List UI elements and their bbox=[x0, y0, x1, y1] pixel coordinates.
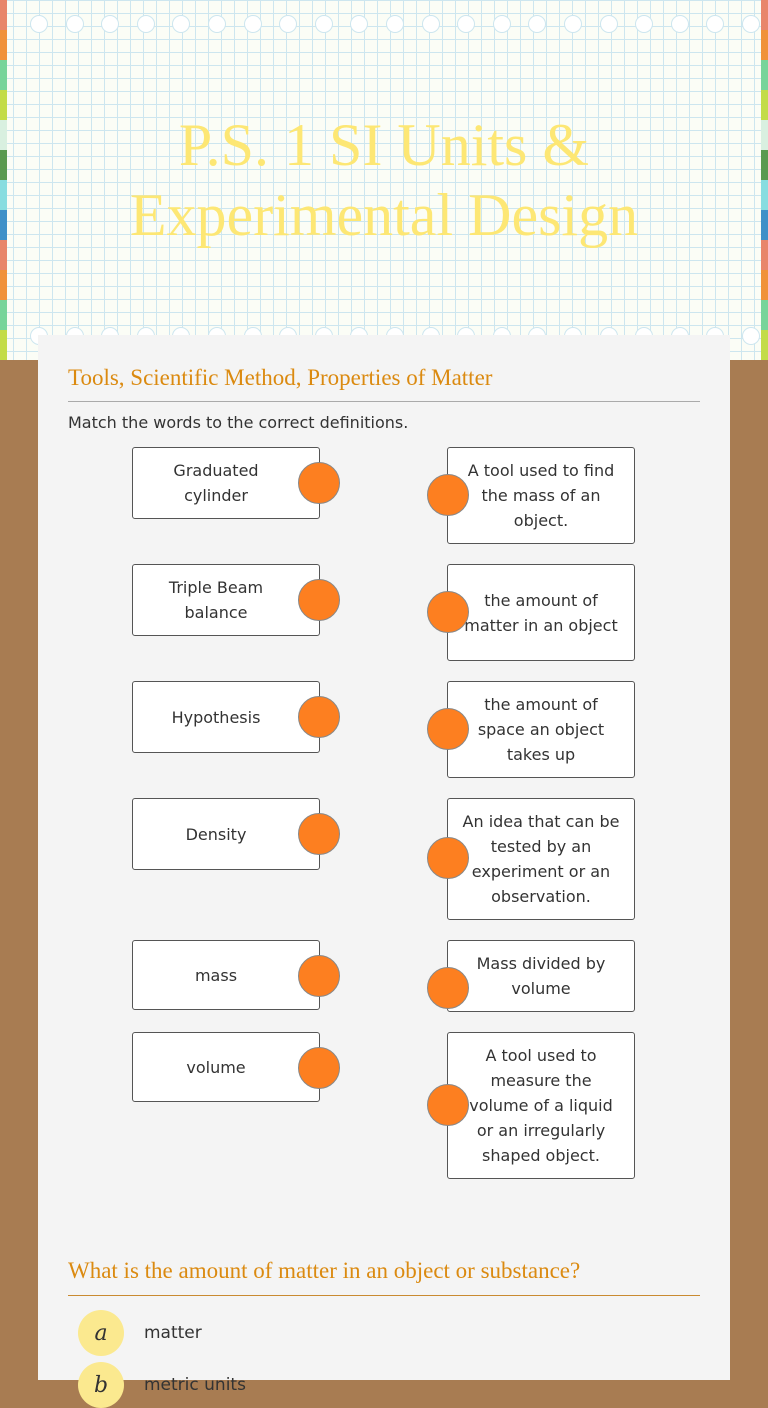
header-banner: P.S. 1 SI Units & Experimental Design bbox=[0, 0, 768, 360]
match-definition[interactable]: An idea that can be tested by an experim… bbox=[447, 798, 635, 920]
left-connector-dot[interactable] bbox=[298, 462, 340, 504]
term-text: volume bbox=[186, 1057, 246, 1077]
match-definition[interactable]: Mass divided by volume bbox=[447, 940, 635, 1012]
match-term[interactable]: Density bbox=[132, 798, 320, 870]
term-text: Hypothesis bbox=[171, 707, 261, 727]
left-connector-dot[interactable] bbox=[298, 955, 340, 997]
match-term[interactable]: Graduated cylinder bbox=[132, 447, 320, 519]
section-heading: Tools, Scientific Method, Properties of … bbox=[68, 365, 493, 390]
term-text: Density bbox=[185, 824, 247, 844]
match-definition[interactable]: the amount of matter in an object bbox=[447, 564, 635, 661]
term-text: Graduated cylinder bbox=[173, 461, 259, 505]
option-b[interactable]: b metric units bbox=[78, 1362, 246, 1408]
match-definition[interactable]: A tool used to find the mass of an objec… bbox=[447, 447, 635, 544]
left-connector-dot[interactable] bbox=[298, 696, 340, 738]
definition-text: the amount of matter in an object bbox=[464, 590, 618, 635]
option-letter: a bbox=[78, 1310, 124, 1356]
match-definition[interactable]: the amount of space an object takes up bbox=[447, 681, 635, 778]
match-term[interactable]: volume bbox=[132, 1032, 320, 1102]
worksheet-card: Tools, Scientific Method, Properties of … bbox=[38, 335, 730, 1408]
page-title: P.S. 1 SI Units & Experimental Design bbox=[129, 112, 639, 248]
match-definition[interactable]: A tool used to measure the volume of a l… bbox=[447, 1032, 635, 1179]
definition-text: A tool used to measure the volume of a l… bbox=[469, 1046, 613, 1165]
left-connector-dot[interactable] bbox=[298, 579, 340, 621]
question-heading: What is the amount of matter in an objec… bbox=[68, 1258, 581, 1283]
top-holes bbox=[30, 15, 768, 33]
left-connector-dot[interactable] bbox=[298, 813, 340, 855]
match-term[interactable]: mass bbox=[132, 940, 320, 1010]
option-text: matter bbox=[144, 1323, 202, 1343]
left-stripe bbox=[0, 0, 7, 360]
divider bbox=[68, 401, 700, 402]
divider bbox=[68, 1295, 700, 1296]
definition-text: An idea that can be tested by an experim… bbox=[462, 812, 620, 906]
term-text: Triple Beam balance bbox=[168, 578, 264, 622]
right-stripe bbox=[761, 0, 768, 360]
match-term[interactable]: Triple Beam balance bbox=[132, 564, 320, 636]
right-connector-dot[interactable] bbox=[427, 708, 469, 750]
option-text: metric units bbox=[144, 1375, 246, 1395]
right-connector-dot[interactable] bbox=[427, 591, 469, 633]
right-connector-dot[interactable] bbox=[427, 837, 469, 879]
right-connector-dot[interactable] bbox=[427, 474, 469, 516]
instruction: Match the words to the correct definitio… bbox=[68, 413, 409, 432]
definition-text: the amount of space an object takes up bbox=[477, 695, 605, 764]
left-connector-dot[interactable] bbox=[298, 1047, 340, 1089]
definition-text: A tool used to find the mass of an objec… bbox=[467, 461, 615, 530]
definition-text: Mass divided by volume bbox=[476, 954, 606, 998]
term-text: mass bbox=[194, 965, 238, 985]
match-term[interactable]: Hypothesis bbox=[132, 681, 320, 753]
option-letter: b bbox=[78, 1362, 124, 1408]
right-connector-dot[interactable] bbox=[427, 1084, 469, 1126]
right-connector-dot[interactable] bbox=[427, 967, 469, 1009]
